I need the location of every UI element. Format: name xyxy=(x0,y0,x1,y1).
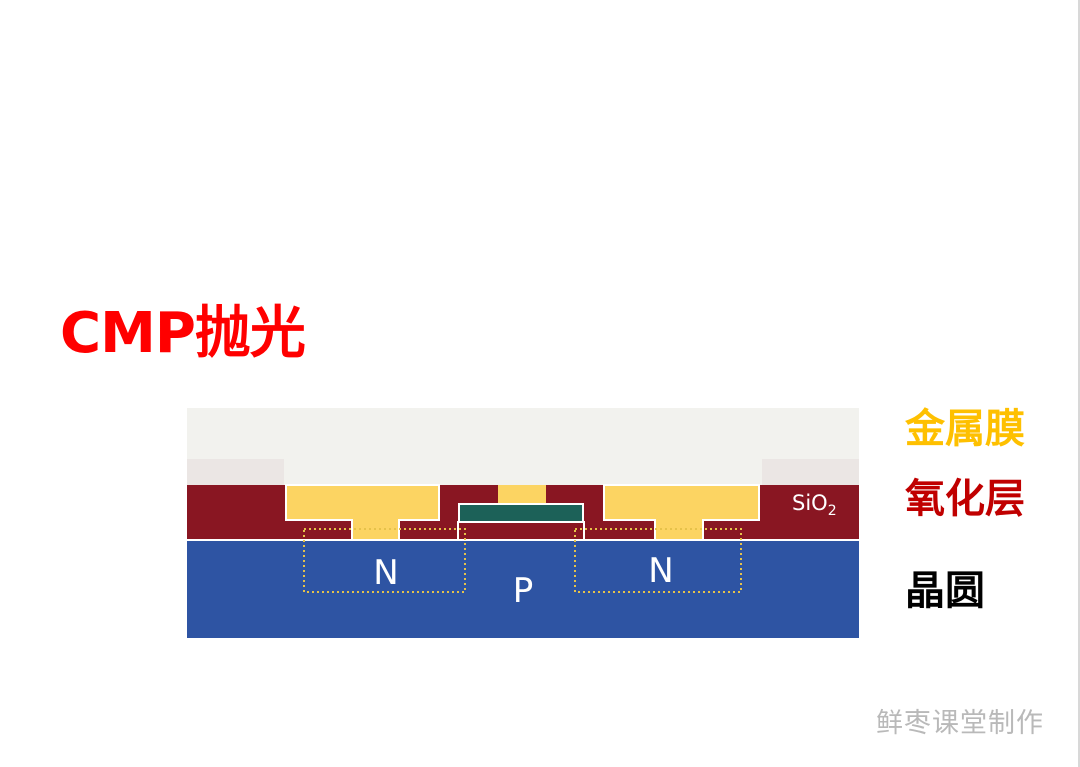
n-region-left-label: N xyxy=(373,553,398,593)
n-region-left-outline xyxy=(303,528,466,593)
sio2-label-subscript: 2 xyxy=(828,503,837,519)
n-region-right-outline xyxy=(574,528,742,593)
top-film-layer xyxy=(187,408,859,489)
gate-electrode xyxy=(458,503,584,523)
metal-contact-left xyxy=(285,484,440,541)
metal-contact-gate xyxy=(498,485,546,505)
n-region-right-label: N xyxy=(648,551,673,591)
top-film-shade-right xyxy=(762,459,859,485)
p-substrate-label: P xyxy=(513,571,534,611)
metal-contact-right xyxy=(603,484,760,541)
wafer-substrate xyxy=(187,541,859,638)
sio2-label-main: SiO xyxy=(792,491,828,515)
slide-edge xyxy=(1078,0,1080,767)
legend-wafer: 晶圆 xyxy=(905,568,985,614)
slide-title: CMP抛光 xyxy=(60,301,306,366)
sio2-label: SiO2 xyxy=(792,491,837,519)
legend-oxide-layer: 氧化层 xyxy=(905,476,1025,522)
watermark: 鲜枣课堂制作 xyxy=(876,708,1044,739)
legend-metal-film: 金属膜 xyxy=(905,406,1025,452)
top-film-shade-left xyxy=(187,459,284,485)
